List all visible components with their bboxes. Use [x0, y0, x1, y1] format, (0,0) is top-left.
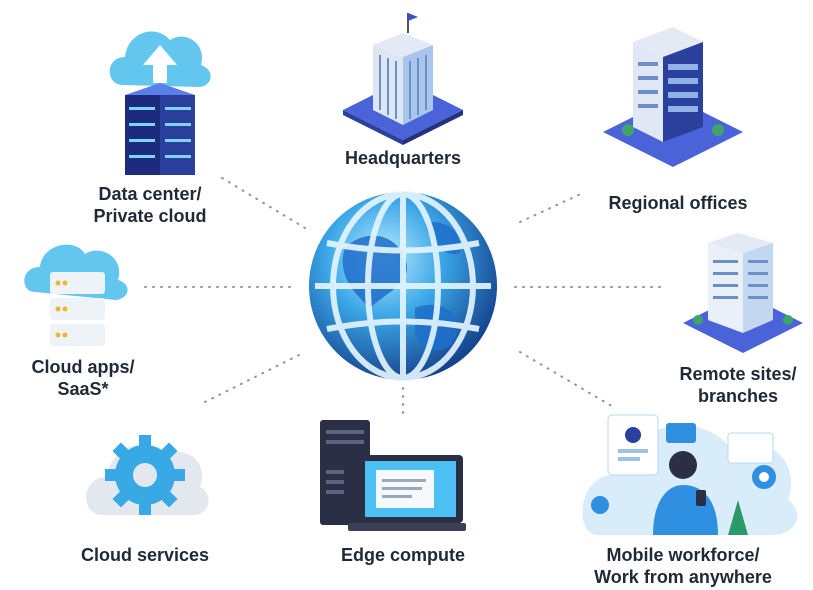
edge-compute-icon: [320, 420, 466, 531]
headquarters-label: Headquarters: [344, 148, 462, 168]
headquarters-icon: [343, 13, 463, 145]
data-center-label-line2: Private cloud: [93, 206, 207, 226]
data-center-label-line1: Data center/: [98, 184, 202, 204]
connector-regional: [519, 191, 586, 223]
mobile-workforce-icon: [582, 414, 798, 535]
connector-cloud-services: [204, 351, 306, 403]
cloud-apps-icon: [24, 244, 128, 346]
globe-icon: [309, 191, 497, 381]
data-center-icon: [109, 31, 211, 175]
connector-mobile: [519, 351, 616, 409]
cloud-apps-label-line1: Cloud apps/: [31, 357, 135, 377]
mobile-workforce-label-line1: Mobile workforce/: [606, 545, 760, 565]
cloud-apps-label: Cloud apps/ SaaS*: [8, 356, 158, 400]
cloud-services-icon: [86, 435, 209, 515]
data-center-label: Data center/ Private cloud: [70, 183, 230, 227]
edge-compute-label: Edge compute: [340, 545, 465, 565]
regional-offices-icon: [603, 27, 743, 167]
remote-sites-label-line2: branches: [697, 386, 779, 406]
cloud-apps-label-line2: SaaS*: [57, 379, 109, 399]
remote-sites-label: Remote sites/ branches: [663, 363, 813, 407]
remote-sites-label-line1: Remote sites/: [679, 364, 797, 384]
mobile-workforce-label: Mobile workforce/ Work from anywhere: [583, 544, 783, 588]
mobile-workforce-label-line2: Work from anywhere: [594, 567, 772, 587]
connector-data-center: [221, 177, 306, 229]
regional-offices-label: Regional offices: [608, 193, 748, 213]
cloud-services-label: Cloud services: [80, 545, 210, 565]
remote-sites-icon: [683, 233, 803, 353]
